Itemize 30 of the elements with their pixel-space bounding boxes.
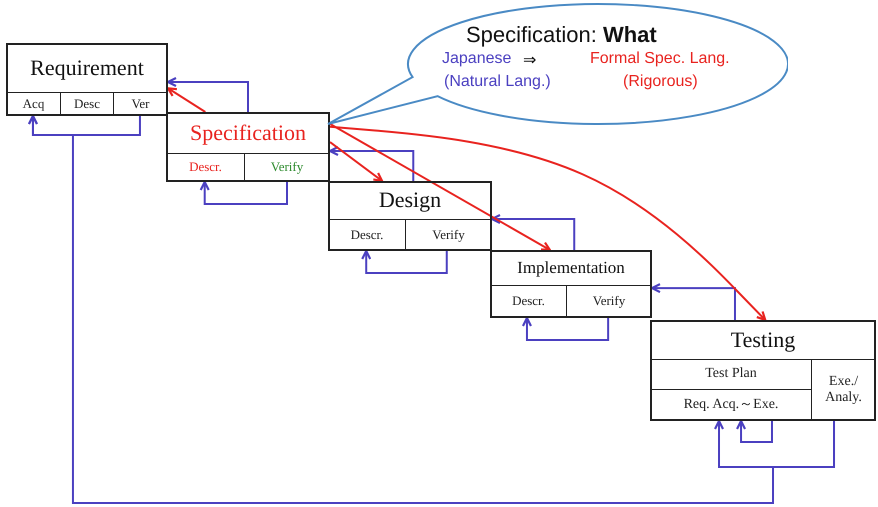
bubble-heading: Specification: What: [466, 22, 657, 48]
phase-title: Implementation: [516, 258, 626, 278]
phase-box: [166, 112, 330, 182]
feedback-arrow: [28, 114, 835, 504]
phase-title: Specification: [188, 120, 308, 146]
feedback-arrow: [650, 282, 736, 320]
phase-title: Design: [378, 187, 442, 214]
phase-title: Requirement: [29, 54, 145, 81]
phase-box: [490, 250, 652, 318]
feedback-arrow: [200, 180, 288, 205]
feedback-arrow: [328, 146, 414, 181]
flow-arrow: [330, 126, 766, 322]
feedback-arrow: [361, 250, 448, 274]
phase-box: [328, 181, 492, 251]
bubble-text: (Natural Lang.): [444, 73, 551, 91]
speech-bubble: [326, 2, 788, 126]
phase-title: Testing: [730, 327, 796, 354]
feedback-arrow: [522, 316, 610, 341]
bubble-text: (Rigorous): [623, 73, 698, 91]
feedback-arrow: [166, 76, 249, 112]
phase-box: [650, 320, 876, 421]
phase-box: [6, 43, 168, 116]
flow-arrow: [329, 141, 384, 182]
flow-arrow: [166, 87, 206, 113]
bubble-text: Japanese: [442, 50, 512, 68]
arrow-symbol: ⇒: [523, 51, 536, 70]
feedback-arrow: [736, 420, 773, 443]
bubble-text: Formal Spec. Lang.: [590, 50, 730, 68]
feedback-arrow: [490, 214, 576, 250]
flow-arrow: [330, 123, 552, 252]
